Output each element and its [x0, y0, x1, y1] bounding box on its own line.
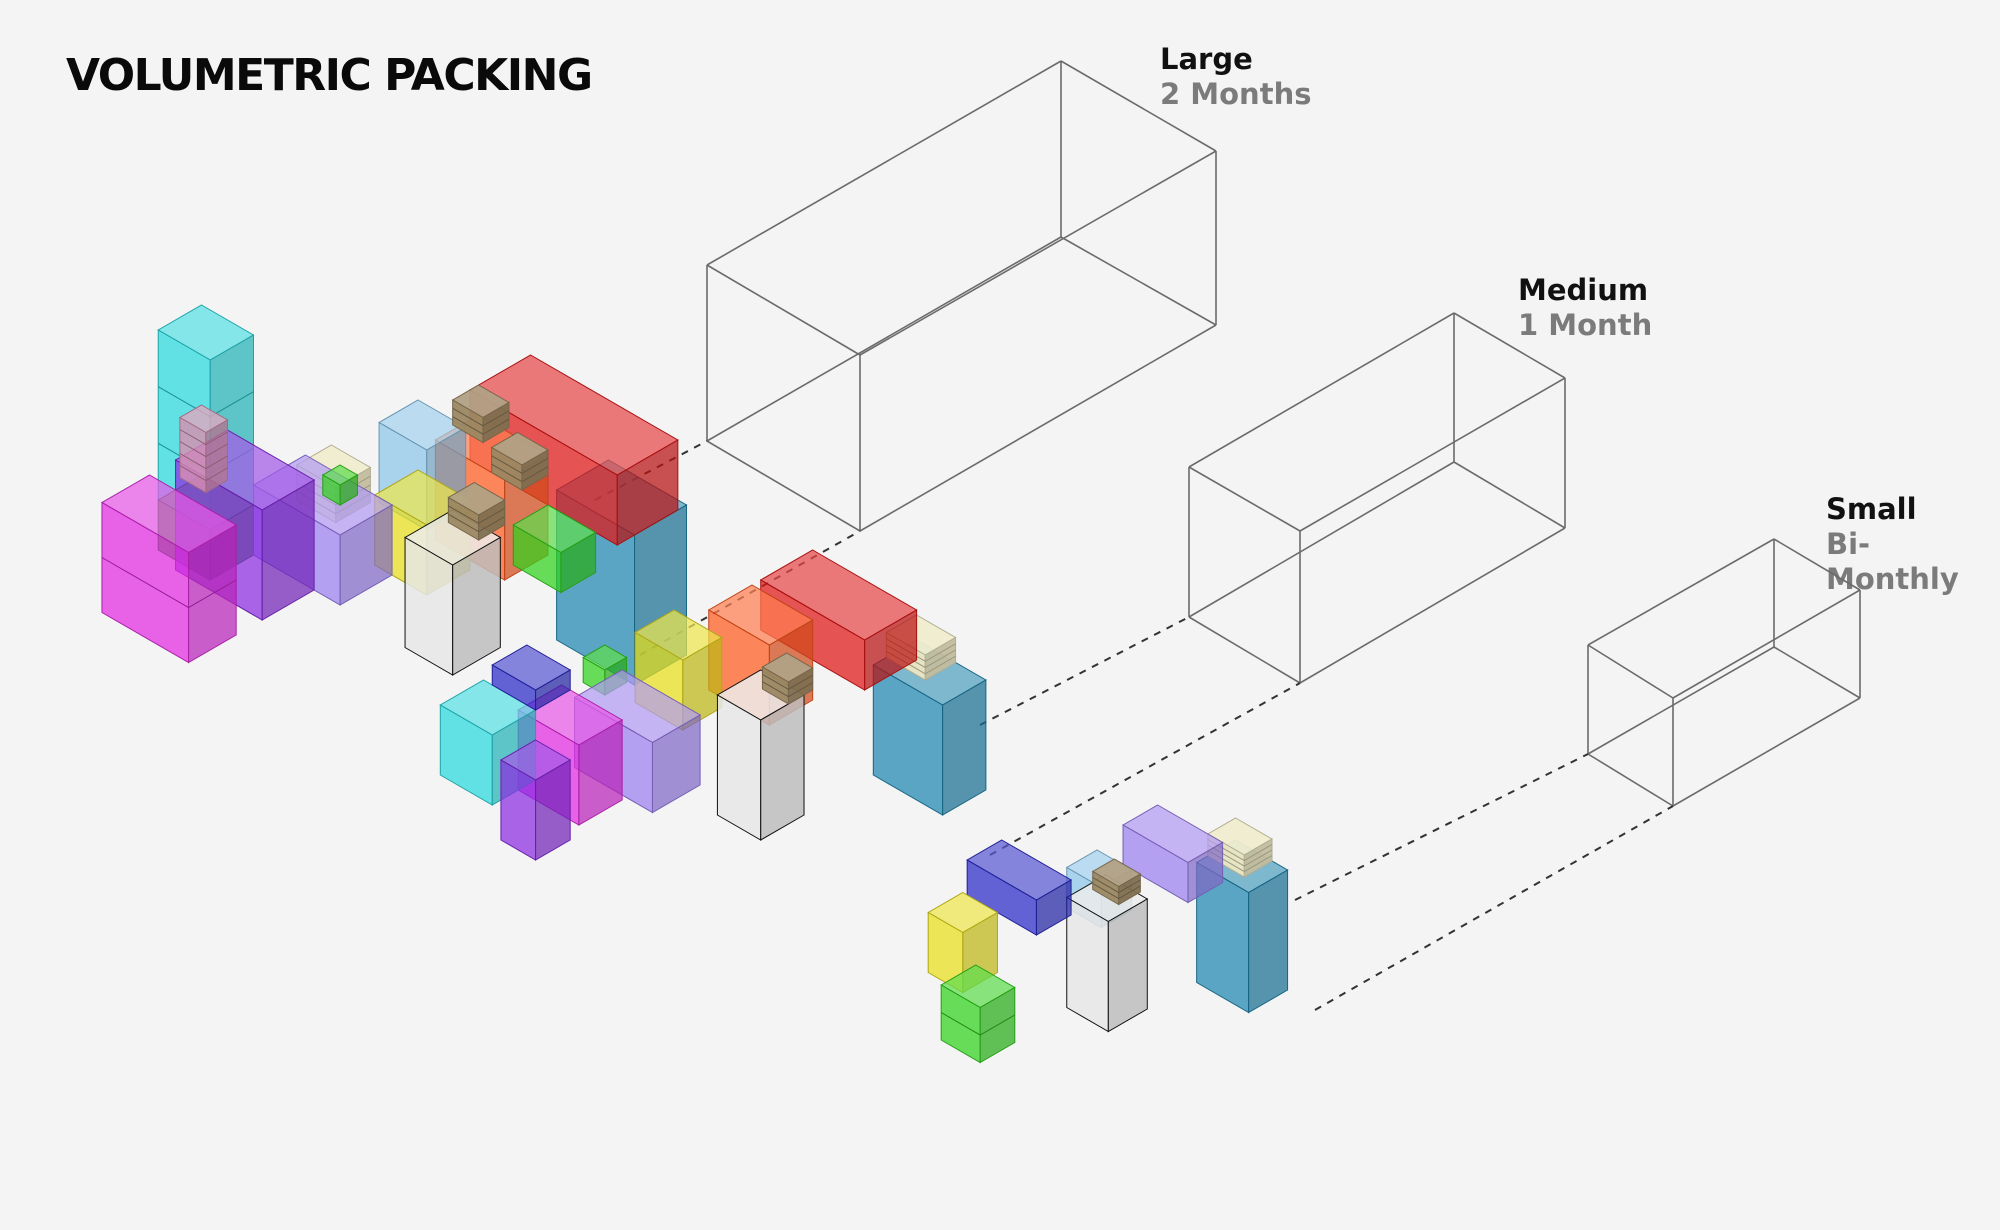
box-brown — [1091, 858, 1142, 906]
container-period-large: 2 Months — [1160, 77, 1312, 111]
container-outline-large — [706, 60, 1217, 532]
small-package-stack — [927, 804, 1289, 1064]
container-label-large: Large 2 Months — [1160, 42, 1311, 112]
container-outlines — [706, 60, 1861, 807]
box-white — [1065, 874, 1149, 1033]
container-size-small: Small — [1826, 492, 1917, 526]
container-outline-medium — [1188, 312, 1566, 684]
container-period-small: Bi-Monthly — [1826, 527, 1959, 596]
container-size-large: Large — [1160, 42, 1253, 76]
box-violet — [1122, 804, 1224, 904]
leader-line — [979, 616, 1190, 726]
container-period-medium: 1 Month — [1518, 308, 1653, 342]
container-label-medium: Medium 1 Month — [1518, 273, 1652, 343]
leader-line — [989, 682, 1301, 856]
box-brown — [451, 384, 510, 444]
leader-line — [1314, 805, 1674, 1011]
box-green — [940, 964, 1016, 1064]
box-brown-3 — [447, 481, 506, 541]
leader-line — [1294, 753, 1589, 901]
box-navy — [966, 839, 1073, 936]
container-label-small: Small Bi-Monthly — [1826, 492, 2000, 597]
medium-package-stack — [439, 549, 987, 861]
box-brown — [761, 652, 814, 705]
box-small-green — [321, 464, 359, 506]
page-title: VOLUMETRIC PACKING — [66, 50, 593, 101]
box-brown-2 — [490, 431, 549, 491]
box-green — [512, 504, 597, 594]
large-package-stack — [100, 304, 688, 686]
box-purple — [499, 739, 572, 861]
box-navy — [491, 644, 572, 711]
container-size-medium: Medium — [1518, 273, 1649, 307]
container-outline-small — [1587, 538, 1861, 807]
box-pink-stack — [178, 404, 229, 494]
box-magenta — [100, 474, 238, 664]
